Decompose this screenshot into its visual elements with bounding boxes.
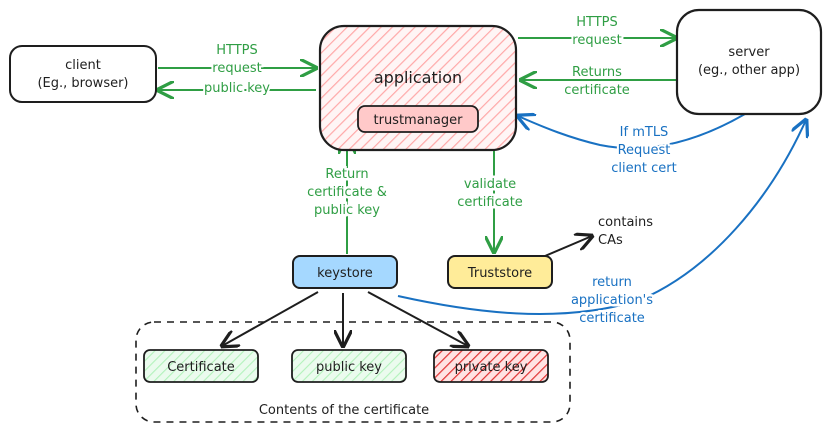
label-client-app-line2: request bbox=[212, 61, 261, 76]
truststore-label: Truststore bbox=[467, 266, 532, 281]
keystore-node: keystore bbox=[292, 255, 398, 289]
label-keystore-app: Return certificate & public key bbox=[305, 165, 390, 221]
certificate-node: Certificate bbox=[143, 349, 259, 383]
contents-label: Contents of the certificate bbox=[259, 403, 429, 418]
label-return-app-cert-line3: certificate bbox=[579, 311, 645, 326]
keystore-label: keystore bbox=[317, 266, 373, 281]
arrow-mtls-request bbox=[518, 114, 746, 150]
label-return-app-cert-line1: return bbox=[592, 275, 632, 290]
trustmanager-node: trustmanager bbox=[357, 105, 479, 133]
label-validate-line1: validate bbox=[464, 177, 516, 192]
label-validate: validate certificate bbox=[455, 175, 526, 213]
arrow-keystore-to-server bbox=[397, 120, 806, 315]
server-node: server (eg., other app) bbox=[675, 8, 823, 116]
server-title: server bbox=[728, 45, 770, 60]
public-key-node: public key bbox=[291, 349, 407, 383]
arrow-truststore-to-cas bbox=[544, 236, 592, 257]
label-server-app-line1: Returns bbox=[572, 65, 622, 80]
public-key-label: public key bbox=[316, 360, 382, 375]
label-mtls-line1: If mTLS bbox=[620, 125, 669, 140]
server-subtitle: (eg., other app) bbox=[698, 63, 800, 78]
client-title: client bbox=[65, 58, 101, 73]
label-keystore-app-line2: certificate & bbox=[307, 185, 387, 200]
label-app-server-line1: HTTPS bbox=[576, 15, 618, 30]
label-mtls: If mTLS Request client cert bbox=[611, 123, 676, 176]
arrow-keystore-to-certificate bbox=[222, 291, 319, 346]
certificate-label: Certificate bbox=[167, 360, 235, 375]
contents-container: Contents of the certificate bbox=[135, 321, 571, 423]
label-return-app-cert-line2: application's bbox=[571, 293, 653, 308]
client-node: client (Eg., browser) bbox=[9, 45, 157, 103]
application-title: application bbox=[374, 68, 462, 87]
label-app-server: HTTPS request bbox=[570, 15, 623, 50]
truststore-node: Truststore bbox=[447, 255, 553, 289]
label-app-server-line2: request bbox=[572, 33, 621, 48]
label-truststore-cas-line2: CAs bbox=[598, 233, 623, 248]
label-keystore-app-line1: Return bbox=[325, 167, 368, 182]
label-truststore-cas-line1: contains bbox=[598, 215, 653, 230]
label-client-app-line1: HTTPS bbox=[216, 43, 258, 58]
label-validate-line2: certificate bbox=[457, 195, 523, 210]
label-client-app-line3: public key bbox=[204, 81, 270, 96]
label-server-app-line2: certificate bbox=[564, 83, 630, 98]
label-truststore-cas: contains CAs bbox=[598, 215, 653, 248]
label-mtls-line3: client cert bbox=[611, 161, 676, 176]
client-subtitle: (Eg., browser) bbox=[37, 76, 128, 91]
label-server-app: Returns certificate bbox=[564, 63, 630, 98]
label-keystore-app-line3: public key bbox=[314, 203, 380, 218]
trustmanager-label: trustmanager bbox=[374, 113, 464, 128]
private-key-node: private key bbox=[433, 349, 549, 383]
label-mtls-line2: Request bbox=[618, 143, 671, 158]
label-return-app-cert: return application's certificate bbox=[568, 273, 655, 329]
label-client-app: HTTPS request public key bbox=[202, 43, 272, 98]
arrow-keystore-to-private-key bbox=[367, 291, 468, 346]
private-key-label: private key bbox=[455, 360, 528, 375]
